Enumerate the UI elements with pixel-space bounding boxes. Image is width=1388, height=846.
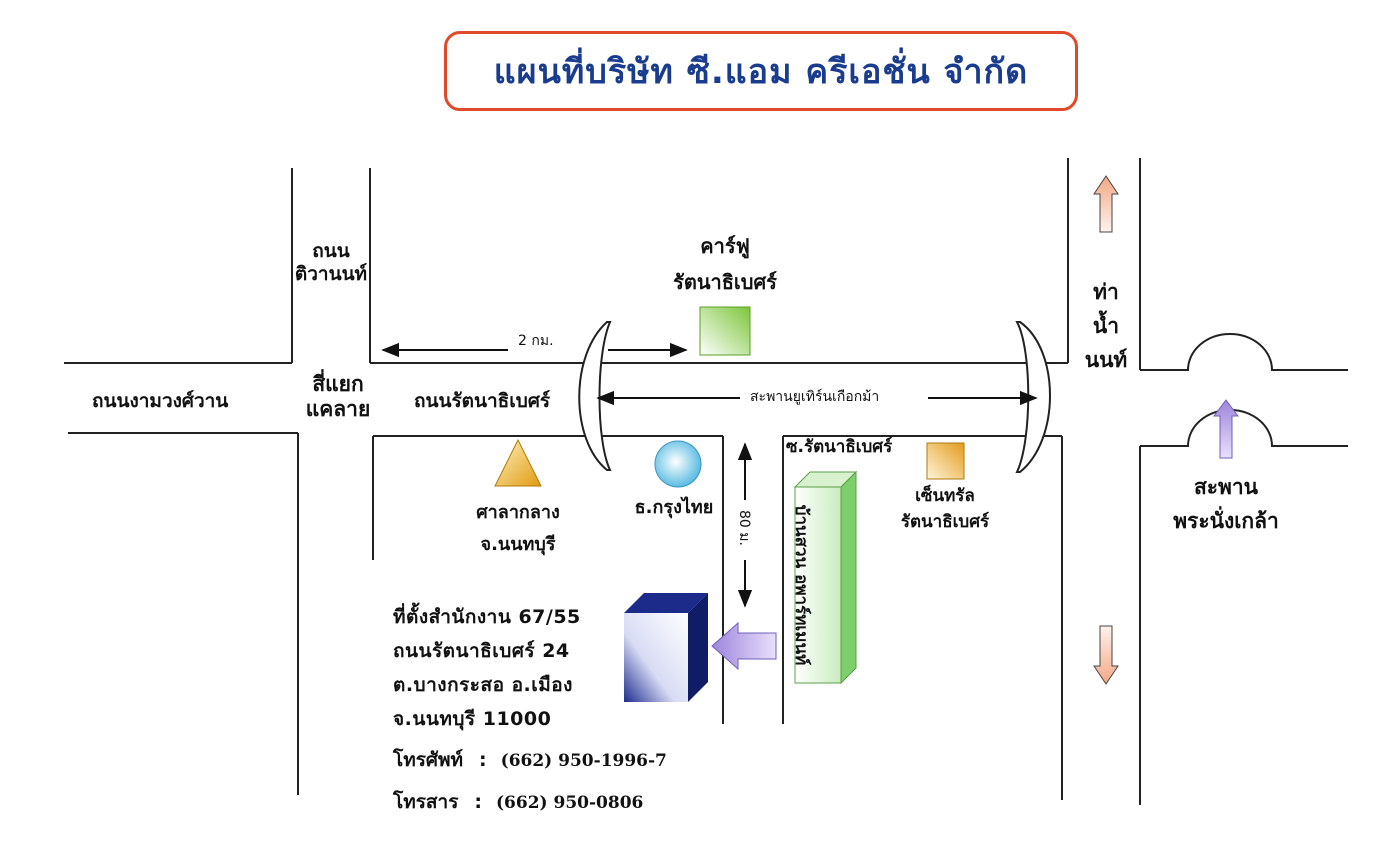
carrefour-label: คาร์ฟู รัตนาธิเบศร์: [650, 228, 800, 300]
office-address: ที่ตั้งสำนักงาน 67/55 ถนนรัตนาธิเบศร์ 24…: [393, 600, 581, 736]
central-icon: [926, 442, 965, 480]
office-building-icon: [624, 593, 708, 702]
tha-nam-non-line-3: นนท์: [1084, 348, 1128, 372]
u-turn-bridge-label: สะพานยูเทิร์นเกือกม้า: [744, 390, 886, 404]
ngamwongwan-road-label: ถนนงามวงศ์วาน: [92, 390, 229, 412]
phone-row: โทรศัพท์: (662) 950-1996-7: [393, 745, 667, 775]
city-hall-label: ศาลากลาง จ.นนทบุรี: [462, 497, 574, 561]
phone-label: โทรศัพท์: [393, 749, 464, 771]
tha-nam-non-line-1: ท่า: [1093, 280, 1119, 304]
phone-separator: :: [479, 749, 487, 771]
city-hall-line-2: จ.นนทบุรี: [480, 534, 556, 555]
eighty-m-label: 80 ม.: [736, 510, 752, 546]
krungthai-bank-label: ธ.กรุงไทย: [634, 497, 714, 518]
rattanathibet-road-label: ถนนรัตนาธิเบศร์: [414, 390, 551, 412]
khae-lai-intersection-label: สี่แยก แคลาย: [300, 372, 376, 422]
city-hall-icon: [494, 438, 542, 487]
bridge-line-2: พระนั่งเกล้า: [1173, 509, 1279, 533]
bridge-direction-arrow-icon: [1213, 399, 1239, 459]
bank-icon: [654, 440, 702, 488]
address-line-2: ถนนรัตนาธิเบศร์ 24: [393, 640, 570, 662]
address-line-1: ที่ตั้งสำนักงาน 67/55: [393, 606, 581, 628]
central-label: เซ็นทรัล รัตนาธิเบศร์: [880, 483, 1010, 535]
two-km-label: 2 กม.: [518, 333, 554, 349]
ban-suan-apartment-label: บ้านสวน อพาร์ทเมนท์: [791, 504, 811, 666]
city-hall-line-1: ศาลากลาง: [476, 502, 560, 523]
fax-number: (662) 950-0806: [496, 793, 644, 813]
page-title: แผนที่บริษัท ซี.แอม ครีเอชั่น จำกัด: [493, 52, 1029, 92]
north-arrow-icon: [1093, 175, 1119, 233]
central-line-1: เซ็นทรัล: [915, 486, 975, 506]
office-pointer-arrow-icon: [711, 621, 777, 671]
tha-nam-non-label: ท่า น้ำ นนท์: [1084, 275, 1128, 377]
fax-separator: :: [474, 791, 483, 813]
soi-rattanathibet-label: ซ.รัตนาธิเบศร์: [786, 437, 893, 457]
apartment-tower-icon: [793, 470, 858, 685]
south-arrow-icon: [1093, 625, 1119, 685]
khae-lai-line-2: แคลาย: [305, 397, 371, 422]
carrefour-line-1: คาร์ฟู: [700, 234, 750, 258]
tiwanon-line-1: ถนน: [312, 240, 350, 262]
bridge-line-1: สะพาน: [1193, 475, 1259, 499]
address-line-3: ต.บางกระสอ อ.เมือง: [393, 674, 573, 696]
fax-row: โทรสาร: (662) 950-0806: [393, 787, 643, 817]
road-lines: [64, 158, 1348, 805]
tiwanon-road-label: ถนน ติวานนท์: [292, 240, 370, 286]
khae-lai-line-1: สี่แยก: [312, 372, 364, 396]
phra-nang-klao-bridge-label: สะพาน พระนั่งเกล้า: [1160, 470, 1292, 538]
central-line-2: รัตนาธิเบศร์: [900, 512, 990, 532]
tha-nam-non-line-2: น้ำ: [1092, 314, 1120, 338]
phone-number: (662) 950-1996-7: [500, 751, 667, 771]
tiwanon-line-2: ติวานนท์: [294, 262, 368, 285]
address-line-4: จ.นนทบุรี 11000: [393, 708, 552, 730]
fax-label: โทรสาร: [393, 791, 459, 813]
carrefour-icon: [699, 306, 751, 356]
title-box: แผนที่บริษัท ซี.แอม ครีเอชั่น จำกัด: [444, 31, 1078, 111]
carrefour-line-2: รัตนาธิเบศร์: [673, 270, 777, 294]
